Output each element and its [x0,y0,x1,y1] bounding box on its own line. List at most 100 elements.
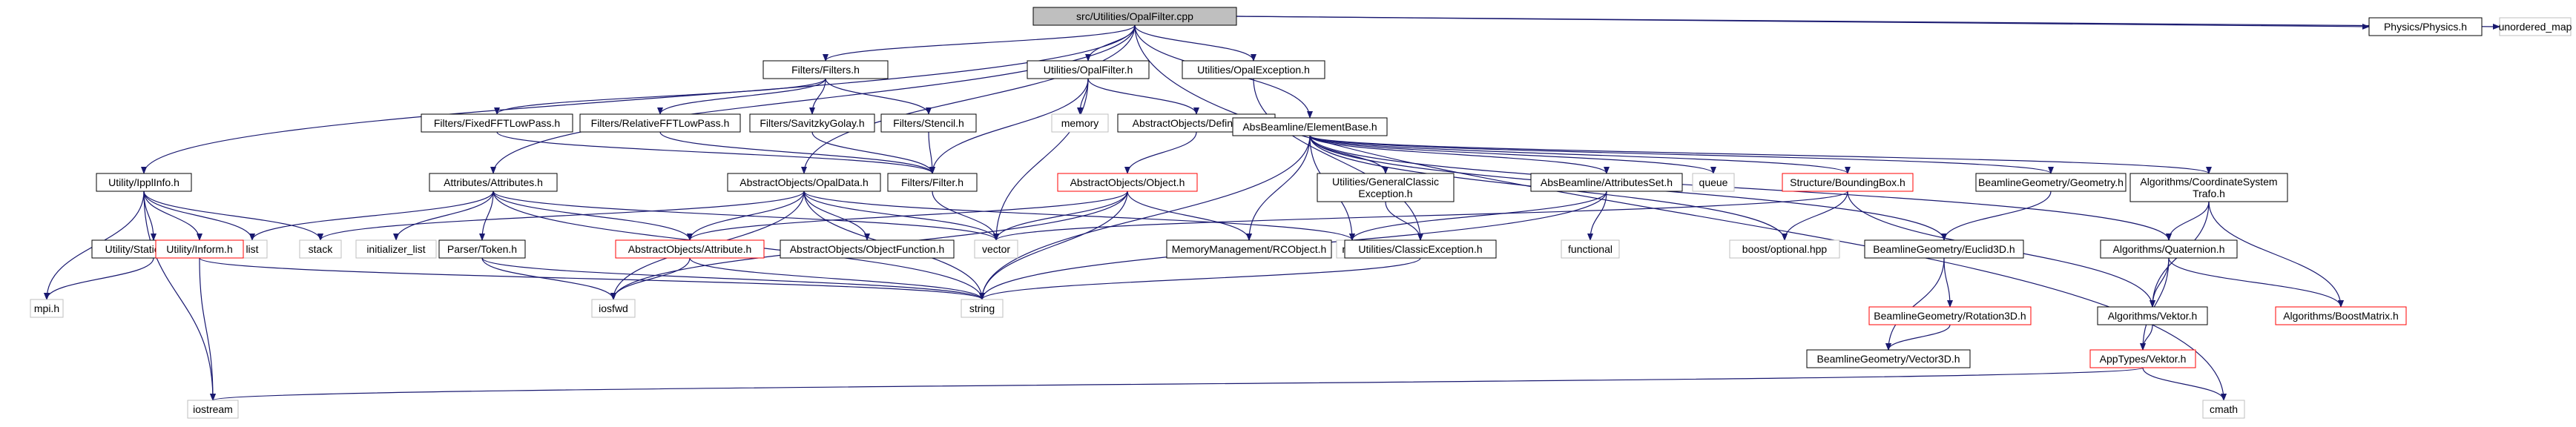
node-object[interactable]: AbstractObjects/Object.h [1057,173,1198,192]
node-elementbase[interactable]: AbsBeamline/ElementBase.h [1232,117,1388,136]
node-stencil[interactable]: Filters/Stencil.h [880,113,977,133]
node-label-root: src/Utilities/OpalFilter.cpp [1076,10,1193,22]
node-box-iosfwd [591,299,636,318]
edge-algvektor-to-appvektor [2140,324,2153,351]
node-box-object [1057,173,1198,192]
node-label-euclid: BeamlineGeometry/Euclid3D.h [1873,243,2015,255]
node-box-initlist [355,239,437,259]
edge-elementbase-to-string [979,135,1311,300]
node-savgol[interactable]: Filters/SavitzkyGolay.h [749,113,875,133]
node-attribute[interactable]: AbstractObjects/Attribute.h [615,239,765,259]
node-label-line: Trafo.h [2193,188,2225,199]
node-quaternion[interactable]: Algorithms/Quaternion.h [2100,239,2238,259]
edge-staticippl-to-mpi [44,257,154,300]
node-label-object: AbstractObjects/Object.h [1070,176,1185,188]
node-objfunc[interactable]: AbstractObjects/ObjectFunction.h [780,239,955,259]
edge-savgol-to-filter [811,131,935,174]
edge-root-to-filters [823,24,1136,62]
node-attributes[interactable]: Attributes/Attributes.h [429,173,558,192]
node-rotation[interactable]: BeamlineGeometry/Rotation3D.h [1868,306,2032,325]
node-opaldata[interactable]: AbstractObjects/OpalData.h [727,173,881,192]
edge-inform-to-string [199,257,985,300]
node-inform[interactable]: Utility/Inform.h [155,239,244,259]
node-queue: queue [1692,173,1735,192]
node-label-stencil: Filters/Stencil.h [893,117,964,129]
node-algvektor[interactable]: Algorithms/Vektor.h [2097,306,2208,325]
node-label-umap: unordered_map [2499,21,2572,33]
node-label-attribute: AbstractObjects/Attribute.h [628,243,752,255]
node-opalexc[interactable]: Utilities/OpalException.h [1182,60,1325,79]
node-euclid[interactable]: BeamlineGeometry/Euclid3D.h [1864,239,2024,259]
edge-root-to-umap [1236,16,2500,30]
node-box-savgol [749,113,875,133]
node-rcobject[interactable]: MemoryManagement/RCObject.h [1166,239,1332,259]
node-vector3d[interactable]: BeamlineGeometry/Vector3D.h [1806,349,1971,368]
edge-filters-to-stencil [825,78,932,115]
edge-filters-to-fixedfft [494,78,826,115]
edge-attributes-to-initlist [393,191,494,241]
node-filter[interactable]: Filters/Filter.h [887,173,978,192]
node-ippl[interactable]: Utility/IpplInfo.h [96,173,192,192]
node-opalfilter[interactable]: Utilities/OpalFilter.h [1027,60,1150,79]
edge-opaldata-to-attribute [687,191,805,241]
edge-elementbase-to-attrset [1309,135,1610,174]
edge-root-to-ippl [141,24,1136,174]
edge-opaldata-to-map [803,191,1355,241]
node-box-algvektor [2097,306,2208,325]
node-appvektor[interactable]: AppTypes/Vektor.h [2089,349,2196,368]
node-bbox[interactable]: Structure/BoundingBox.h [1782,173,1914,192]
node-box-quaternion [2100,239,2238,259]
node-label-classicexc: Utilities/ClassicException.h [1358,243,1482,255]
edge-ippl-to-inform [143,191,202,241]
node-box-attributes [429,173,558,192]
node-label-geometry: BeamlineGeometry/Geometry.h [1978,176,2124,188]
node-box-bbox [1782,173,1914,192]
node-mpi: mpi.h [30,299,64,318]
edge-elementbase-to-quaternion [1309,135,2172,241]
node-box-objfunc [780,239,955,259]
node-box-mpi [30,299,64,318]
node-fixedfft[interactable]: Filters/FixedFFTLowPass.h [421,113,573,133]
edge-root-to-opalexc [1134,24,1256,62]
node-root[interactable]: src/Utilities/OpalFilter.cpp [1032,7,1237,26]
node-label-list: list [246,243,258,255]
node-cmath: cmath [2202,400,2245,419]
node-filters[interactable]: Filters/Filters.h [762,60,889,79]
node-label-objfunc: AbstractObjects/ObjectFunction.h [790,243,945,255]
node-label-boostopt: boost/optional.hpp [1742,243,1828,255]
node-classicexc[interactable]: Utilities/ClassicException.h [1344,239,1497,259]
node-geometry[interactable]: BeamlineGeometry/Geometry.h [1975,173,2127,192]
edge-attributes-to-parsertoken [479,191,494,241]
edge-ippl-to-list [143,191,255,241]
node-parsertoken[interactable]: Parser/Token.h [438,239,526,259]
edge-opalexc-to-classicexc [1253,78,1423,241]
node-label-appvektor: AppTypes/Vektor.h [2100,353,2187,365]
edge-genclassic-to-classicexc [1385,201,1423,241]
edge-fixedfft-to-filter [496,131,935,174]
edge-root-to-attributes [490,24,1136,174]
node-box-memory [1051,113,1109,133]
node-box-filters [762,60,889,79]
edge-appvektor-to-iostream [211,367,2144,401]
edge-attributes-to-vector [493,191,999,241]
edge-filters-to-savgol [809,78,826,115]
node-stack: stack [299,239,342,259]
node-relfft[interactable]: Filters/RelativeFFTLowPass.h [579,113,741,133]
node-box-queue [1692,173,1735,192]
node-attrset[interactable]: AbsBeamline/AttributesSet.h [1530,173,1683,192]
node-label-opalexc: Utilities/OpalException.h [1197,64,1310,76]
node-box-inform [155,239,244,259]
node-label-bbox: Structure/BoundingBox.h [1790,176,1905,188]
node-label-elementbase: AbsBeamline/ElementBase.h [1242,121,1377,133]
edge-opalfilter-to-memory [1077,78,1089,115]
node-boostmatrix[interactable]: Algorithms/BoostMatrix.h [2275,306,2407,325]
node-physics[interactable]: Physics/Physics.h [2368,17,2483,36]
node-memory: memory [1051,113,1109,133]
edge-elementbase-to-rcobject [1246,135,1311,241]
node-box-opalexc [1182,60,1325,79]
